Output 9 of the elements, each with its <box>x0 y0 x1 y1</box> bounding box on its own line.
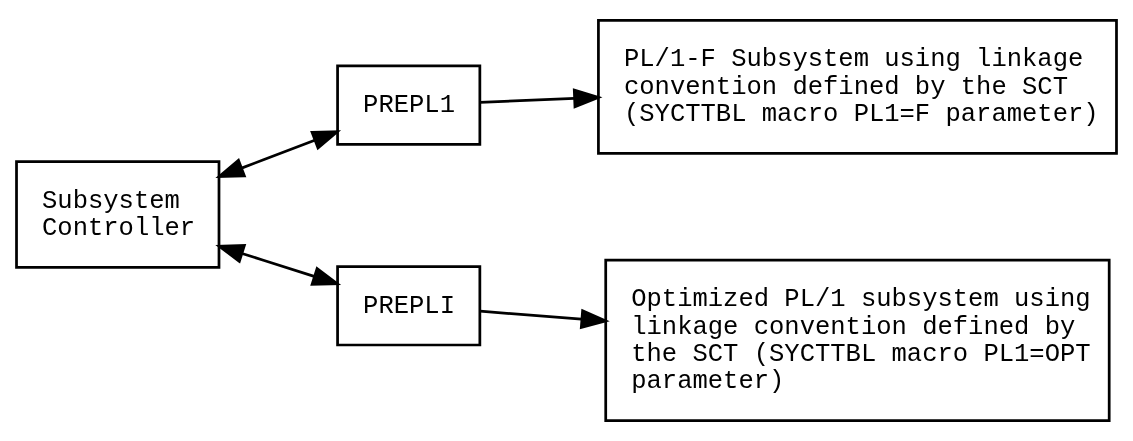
node-box: Optimized PL/1 subsystem using linkage convention defined by the SCT (SYCTTBL macro PL1=OPT parameter) <box>604 258 1111 423</box>
node-box: PREPL1 <box>336 64 482 146</box>
arrow <box>480 88 603 109</box>
node-box: Subsystem Controller <box>15 160 221 269</box>
arrow <box>215 130 342 179</box>
arrow <box>215 244 342 286</box>
node-box: PL/1-F Subsystem using linkage convention defined by the SCT (SYCTTBL macro PL1=F parameter) <box>597 18 1118 155</box>
node-box: PREPLI <box>336 265 482 347</box>
arrow <box>479 308 610 330</box>
